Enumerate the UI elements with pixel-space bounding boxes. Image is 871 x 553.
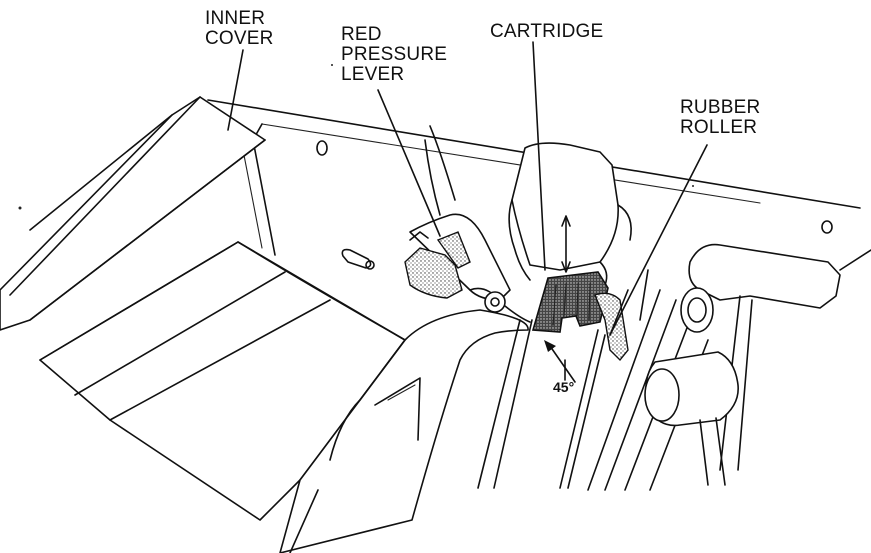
paper-sheets bbox=[39, 241, 406, 521]
cartridge bbox=[508, 142, 632, 362]
callout-lines bbox=[227, 41, 708, 336]
label-angle: 45° bbox=[553, 379, 575, 395]
label-rubber-roller: RUBBER ROLLER bbox=[680, 97, 761, 138]
rubber-roller bbox=[587, 243, 871, 491]
left-hand bbox=[279, 309, 529, 553]
label-cartridge: CARTRIDGE bbox=[490, 21, 604, 42]
red-pressure-lever bbox=[404, 125, 531, 323]
label-inner-cover: INNER COVER bbox=[205, 8, 274, 49]
angle-indicator bbox=[544, 340, 576, 383]
inner-cover bbox=[0, 96, 266, 331]
label-red-pressure-lever: RED PRESSURE LEVER bbox=[341, 24, 448, 85]
